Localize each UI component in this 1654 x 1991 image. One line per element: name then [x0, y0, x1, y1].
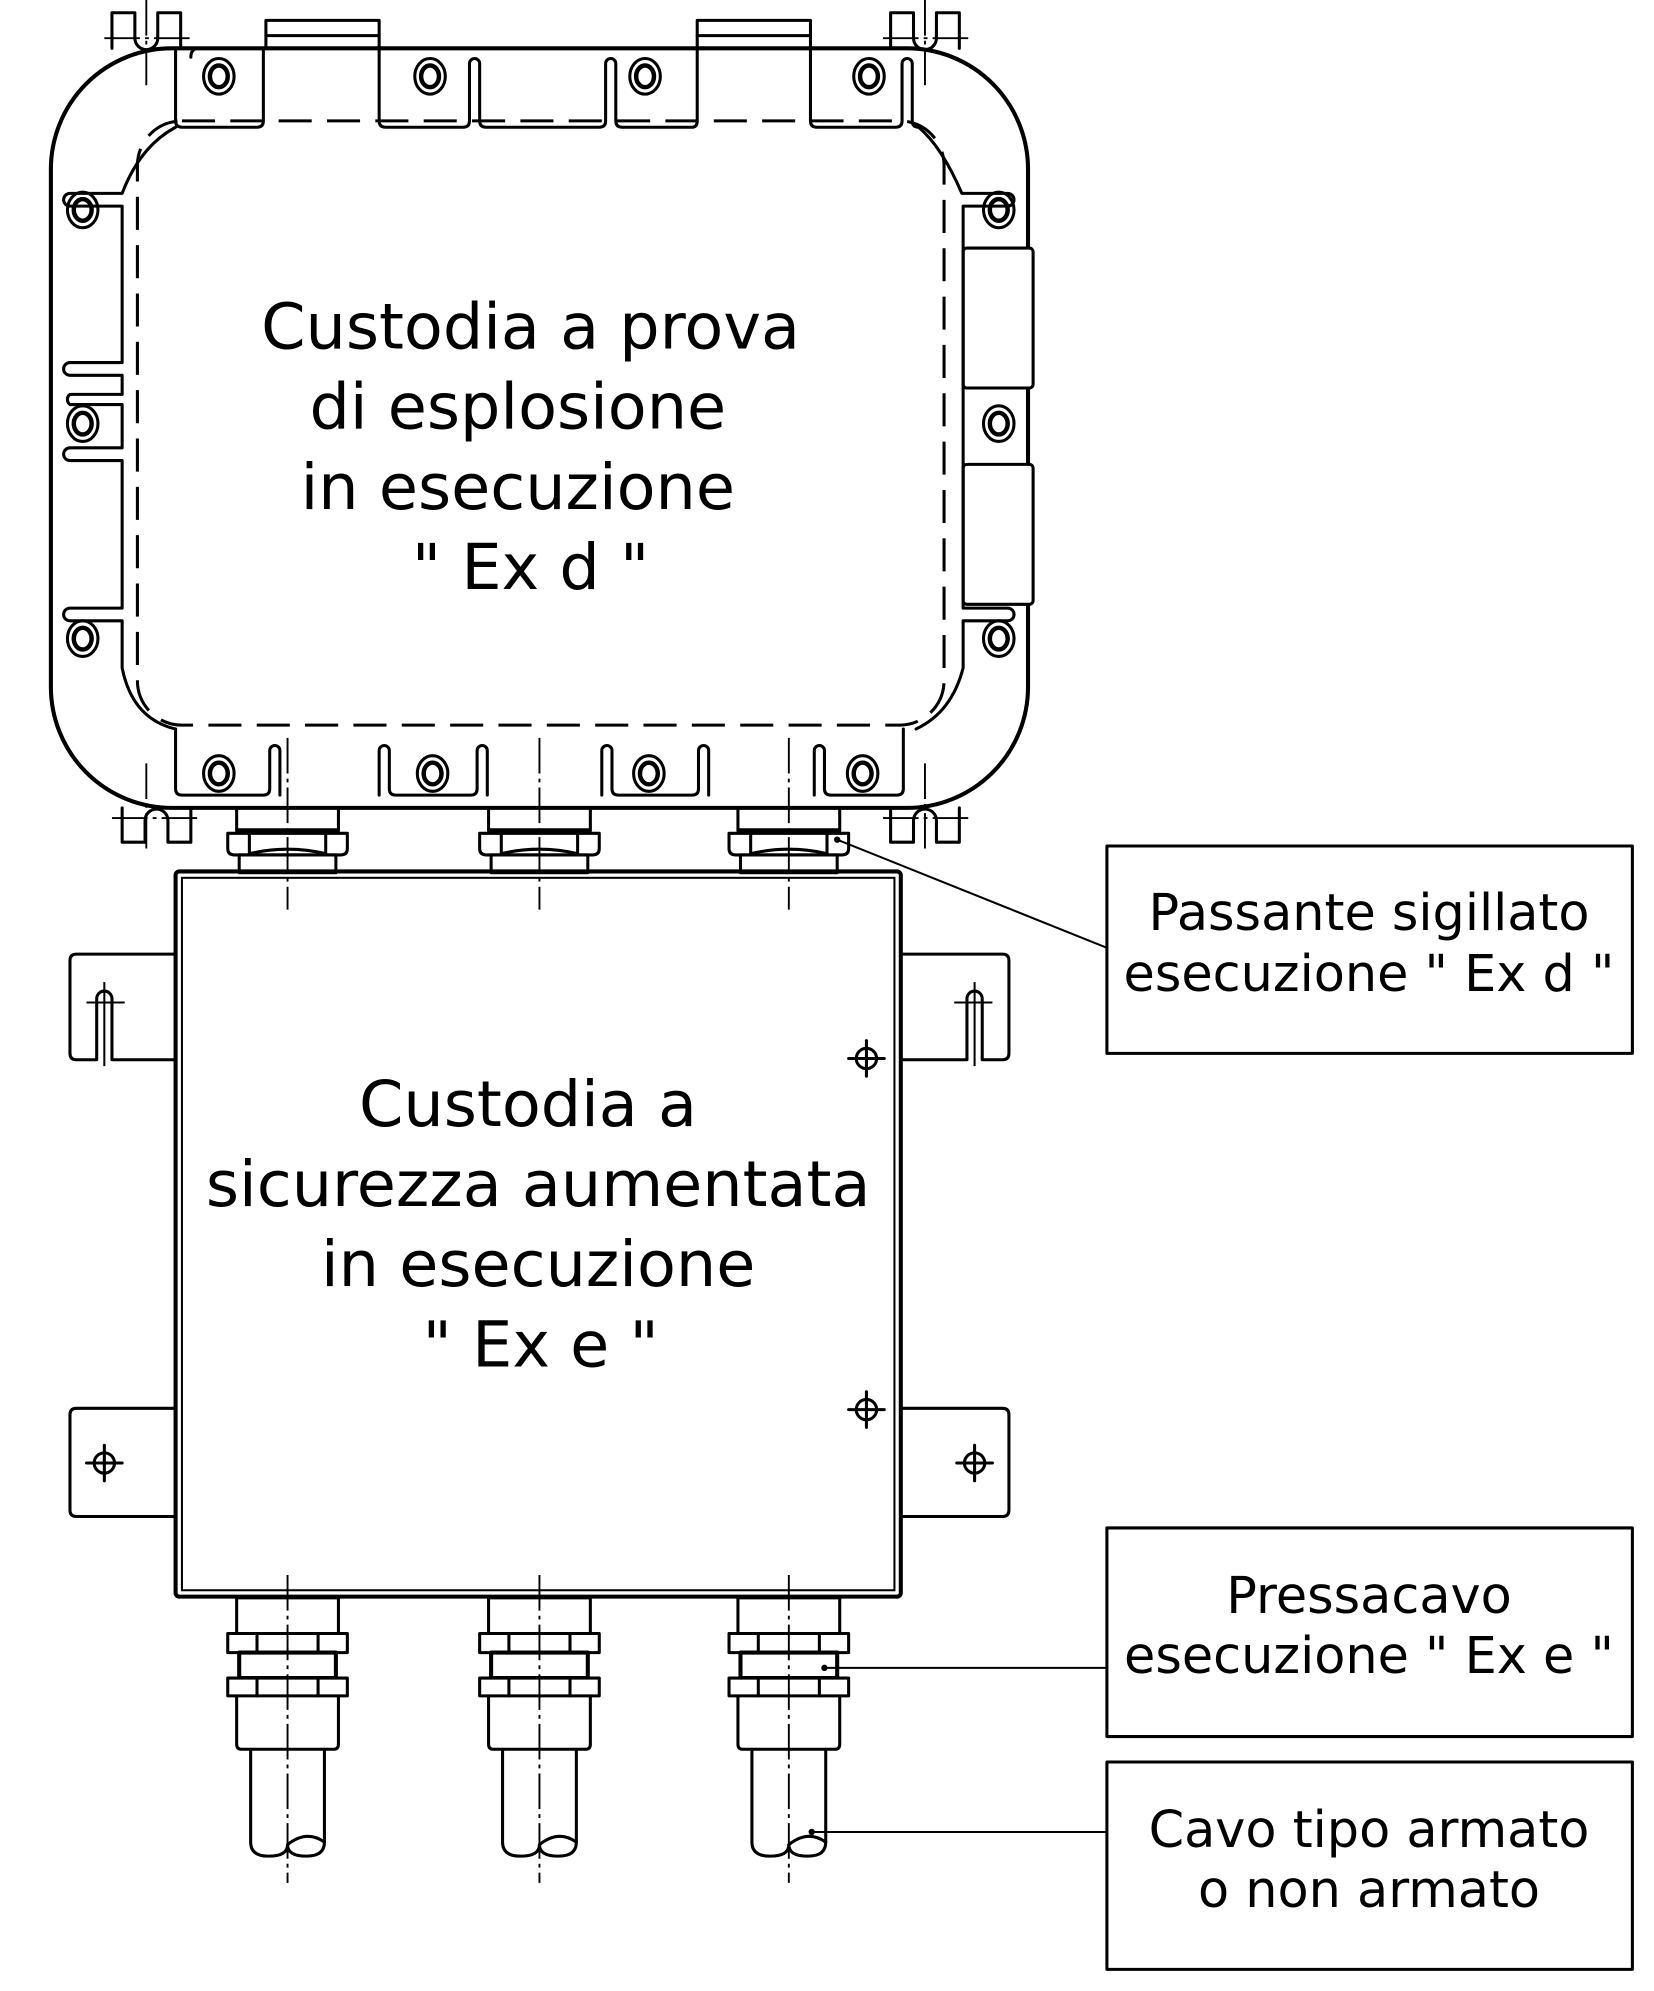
crosshair-icon — [84, 1443, 124, 1483]
bolt-icon — [628, 56, 662, 96]
callout-cable-gland-line-2: esecuzione " Ex e " — [1124, 1627, 1614, 1686]
callout-cable-gland-line-1: Pressacavo — [1226, 1567, 1511, 1626]
ex-d-label: Custodia a prova di esplosione in esecuz… — [261, 291, 800, 605]
bolt-icon — [415, 754, 450, 793]
ex-d-label-line-3: in esecuzione — [301, 451, 735, 525]
ex-e-label-line-2: sicurezza aumentata — [206, 1148, 871, 1222]
bolt-icon — [981, 190, 1016, 230]
bolt-icon — [65, 619, 100, 658]
sealed-bushing — [478, 737, 601, 910]
ex-e-label-line-1: Custodia a — [359, 1068, 697, 1142]
ex-e-label-line-4: " Ex e " — [423, 1308, 659, 1382]
sealed-bushings — [226, 737, 851, 910]
bolt-icon — [65, 190, 100, 230]
mounting-ear-top-right — [899, 952, 1011, 1067]
callout-cable-line-2: o non armato — [1198, 1861, 1540, 1920]
bolt-icon — [845, 754, 880, 793]
ex-d-label-line-4: " Ex d " — [412, 531, 649, 605]
sealed-bushing — [727, 737, 851, 910]
ex-d-label-line-2: di esplosione — [309, 371, 726, 445]
flange-contour — [174, 46, 921, 129]
crosshair-icon — [955, 1443, 994, 1483]
flamepath-dashed-line — [135, 119, 946, 727]
bolt-icon — [852, 56, 886, 96]
bolt-icon — [65, 404, 100, 443]
mounting-ear-top-left — [68, 952, 178, 1067]
callout-sealed-bushing: Passante sigillato esecuzione " Ex d " — [1105, 844, 1634, 1055]
corner-lug-top-left — [104, 0, 191, 90]
ex-e-enclosure: Custodia a sicurezza aumentata in esecuz… — [68, 869, 1011, 1599]
bolt-icon — [202, 56, 236, 96]
bolt-icon — [632, 754, 666, 793]
leader-sealed-bushing — [836, 838, 1108, 949]
cover-bolts — [65, 56, 1016, 793]
bolt-icon — [202, 754, 236, 793]
fixing-hole-marks — [84, 1039, 994, 1483]
ex-d-label-line-1: Custodia a prova — [261, 291, 800, 365]
cable — [249, 1574, 326, 1883]
sealed-bushing — [226, 737, 349, 910]
bolt-icon — [981, 404, 1016, 443]
callout-sealed-bushing-line-1: Passante sigillato — [1148, 884, 1589, 943]
ex-d-enclosure: Custodia a prova di esplosione in esecuz… — [48, 0, 1035, 850]
bolt-icon — [981, 619, 1016, 658]
cable-glands — [226, 1574, 851, 1883]
bolt-icon — [413, 56, 447, 96]
right-boss-lower — [961, 462, 1035, 606]
callout-cable-gland: Pressacavo esecuzione " Ex e " — [1105, 1526, 1634, 1739]
callout-leaders — [808, 836, 1108, 1836]
mounting-ear-bottom-left — [68, 1406, 178, 1518]
callout-cable-line-1: Cavo tipo armato — [1149, 1801, 1590, 1860]
corner-lug-top-right — [882, 0, 970, 90]
ex-e-label-line-3: in esecuzione — [321, 1228, 755, 1302]
callout-cable: Cavo tipo armato o non armato — [1105, 1760, 1634, 1971]
mounting-ear-bottom-right — [899, 1406, 1011, 1518]
callout-sealed-bushing-line-2: esecuzione " Ex d " — [1124, 945, 1615, 1004]
cable — [501, 1574, 578, 1883]
cable — [750, 1574, 828, 1883]
crosshair-icon — [847, 1390, 886, 1429]
ex-e-label: Custodia a sicurezza aumentata in esecuz… — [206, 1068, 871, 1382]
crosshair-icon — [847, 1039, 886, 1078]
right-boss-upper — [961, 246, 1035, 390]
